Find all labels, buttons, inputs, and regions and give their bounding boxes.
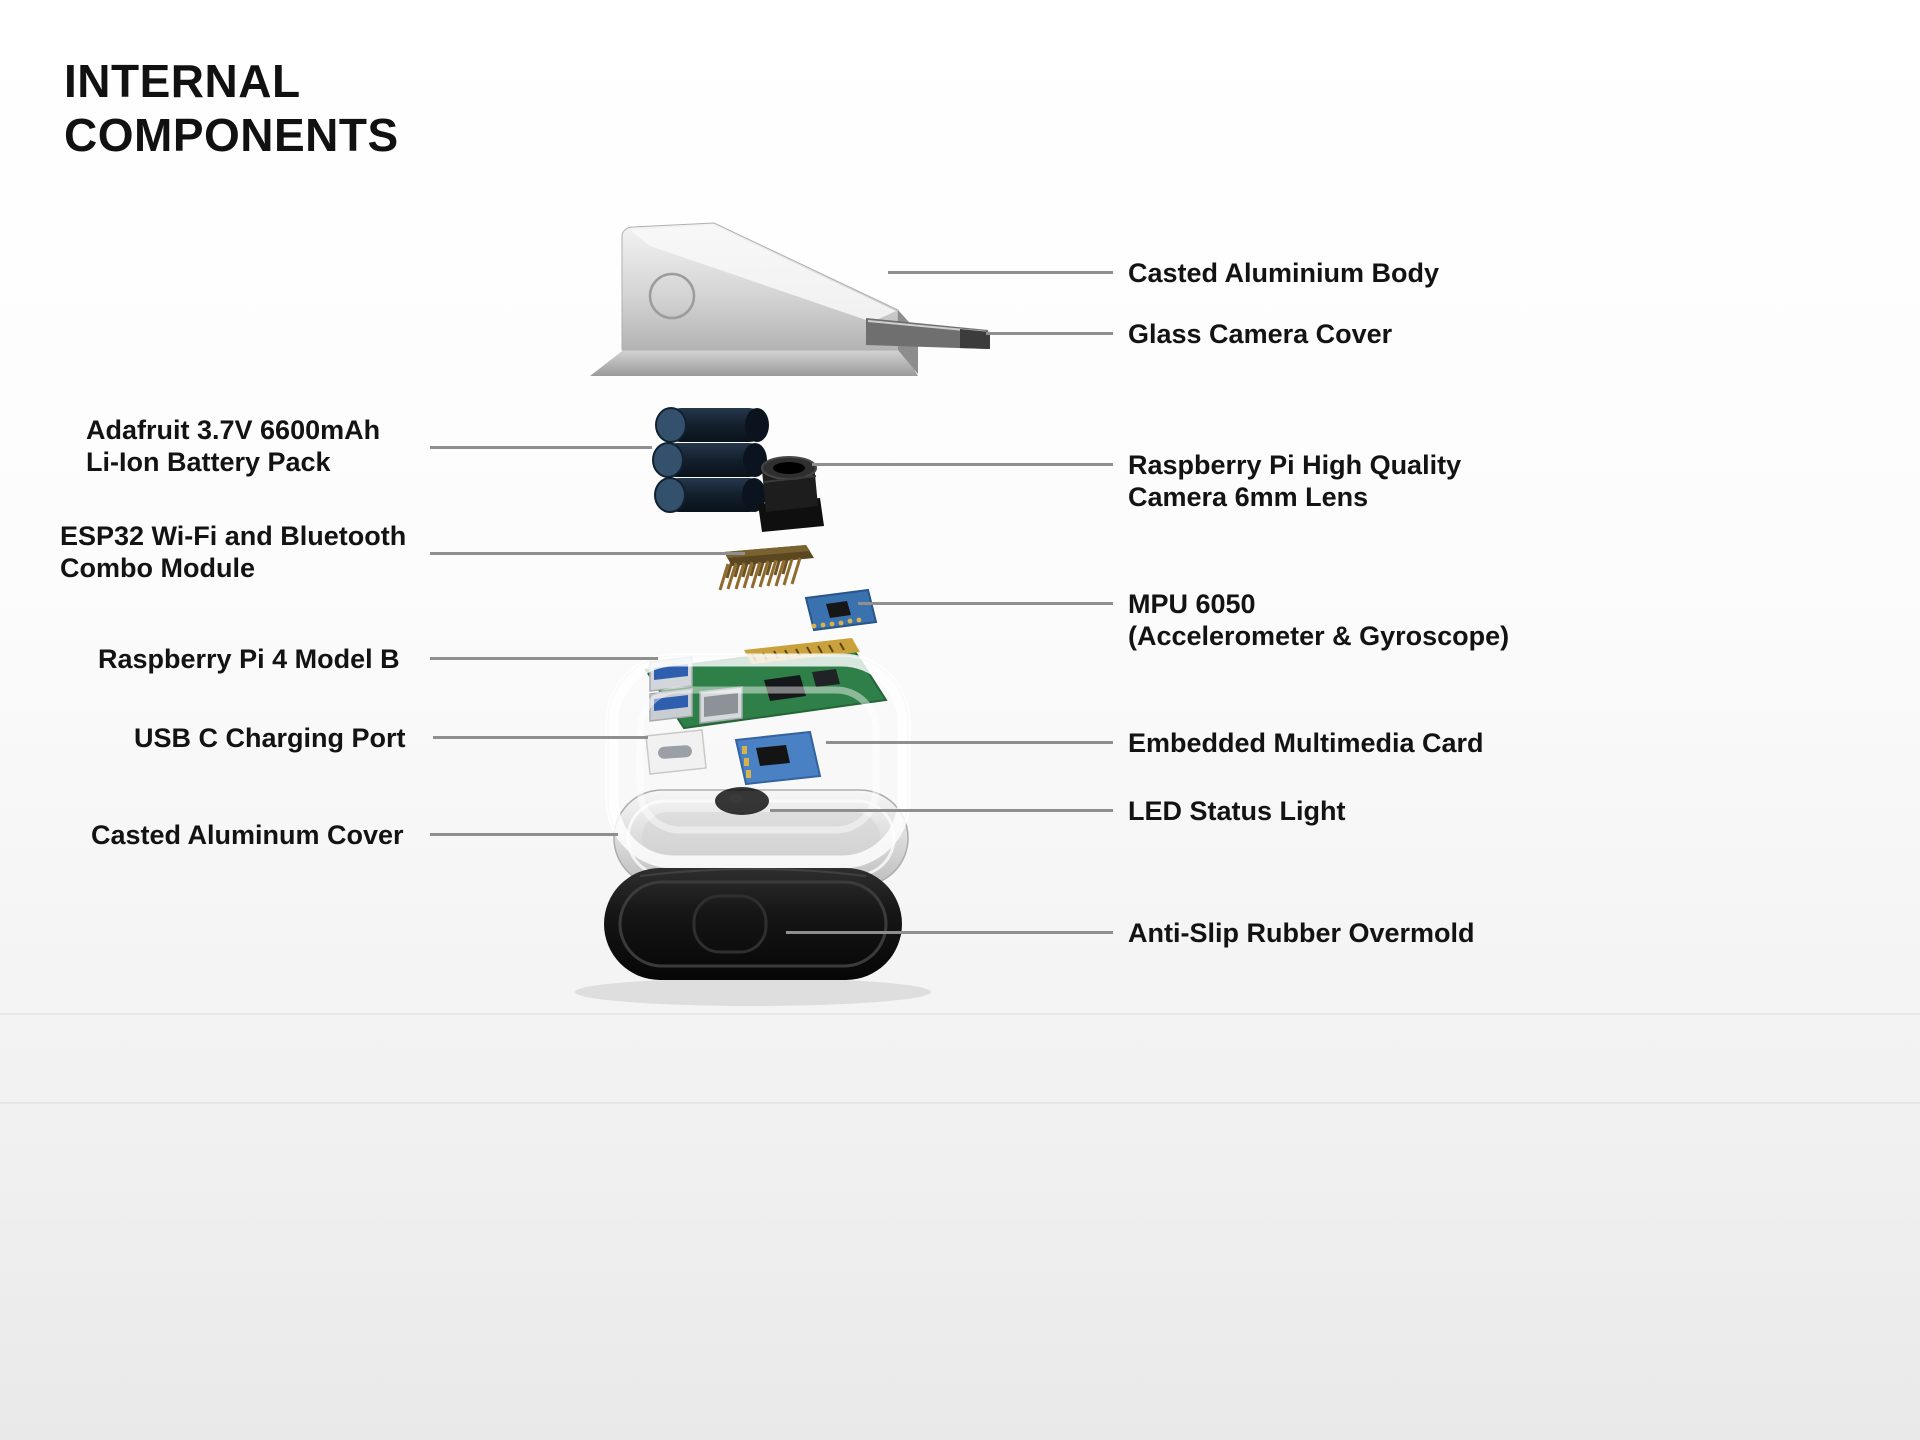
- battery-pack-part: [652, 407, 769, 513]
- rubber-overmold-part: [604, 868, 902, 980]
- leader-line-glass: [986, 332, 1113, 335]
- label-aluminium-body: Casted Aluminium Body: [1128, 258, 1440, 288]
- esp32-module-part: [718, 545, 814, 591]
- label-esp32-module: ESP32 Wi-Fi and Bluetooth Combo Module: [60, 521, 407, 584]
- casted-aluminium-body-part: [590, 222, 990, 376]
- leader-line-body: [888, 271, 1113, 274]
- label-emmc: Embedded Multimedia Card: [1128, 728, 1484, 758]
- label-battery-pack: Adafruit 3.7V 6600mAh Li-Ion Battery Pac…: [86, 415, 381, 478]
- leader-line-rpi4: [430, 657, 658, 660]
- leader-line-camera: [812, 463, 1113, 466]
- leader-line-esp32: [430, 552, 745, 555]
- leader-line-rubber: [786, 931, 1113, 934]
- leader-line-cover: [430, 833, 618, 836]
- usb-c-port-part: [645, 729, 707, 775]
- leader-line-emmc: [826, 741, 1113, 744]
- emmc-card-part: [734, 730, 822, 786]
- page-title: INTERNAL COMPONENTS: [64, 55, 399, 162]
- label-glass-cover: Glass Camera Cover: [1128, 319, 1393, 349]
- label-usb-c-port: USB C Charging Port: [134, 723, 406, 753]
- leader-line-mpu: [858, 602, 1113, 605]
- led-status-light-part: [715, 787, 769, 815]
- label-raspberry-pi-4: Raspberry Pi 4 Model B: [98, 644, 400, 674]
- hq-camera-lens-part: [758, 456, 824, 532]
- leader-line-led: [770, 809, 1113, 812]
- label-hq-camera: Raspberry Pi High Quality Camera 6mm Len…: [1128, 450, 1462, 513]
- raspberry-pi-4-part: [644, 638, 888, 730]
- ground-shadow: [575, 978, 931, 1006]
- background-seam: [0, 1102, 1920, 1104]
- label-rubber-overmold: Anti-Slip Rubber Overmold: [1128, 918, 1475, 948]
- leader-line-usbc: [433, 736, 648, 739]
- glass-camera-cover-part: [960, 329, 990, 349]
- label-mpu-6050: MPU 6050 (Accelerometer & Gyroscope): [1128, 589, 1510, 652]
- label-aluminum-cover: Casted Aluminum Cover: [91, 820, 404, 850]
- background-seam: [0, 1013, 1920, 1015]
- translucent-frame-part: [605, 653, 911, 869]
- leader-line-battery: [430, 446, 652, 449]
- label-led-status: LED Status Light: [1128, 796, 1346, 826]
- mpu-6050-part: [804, 588, 878, 632]
